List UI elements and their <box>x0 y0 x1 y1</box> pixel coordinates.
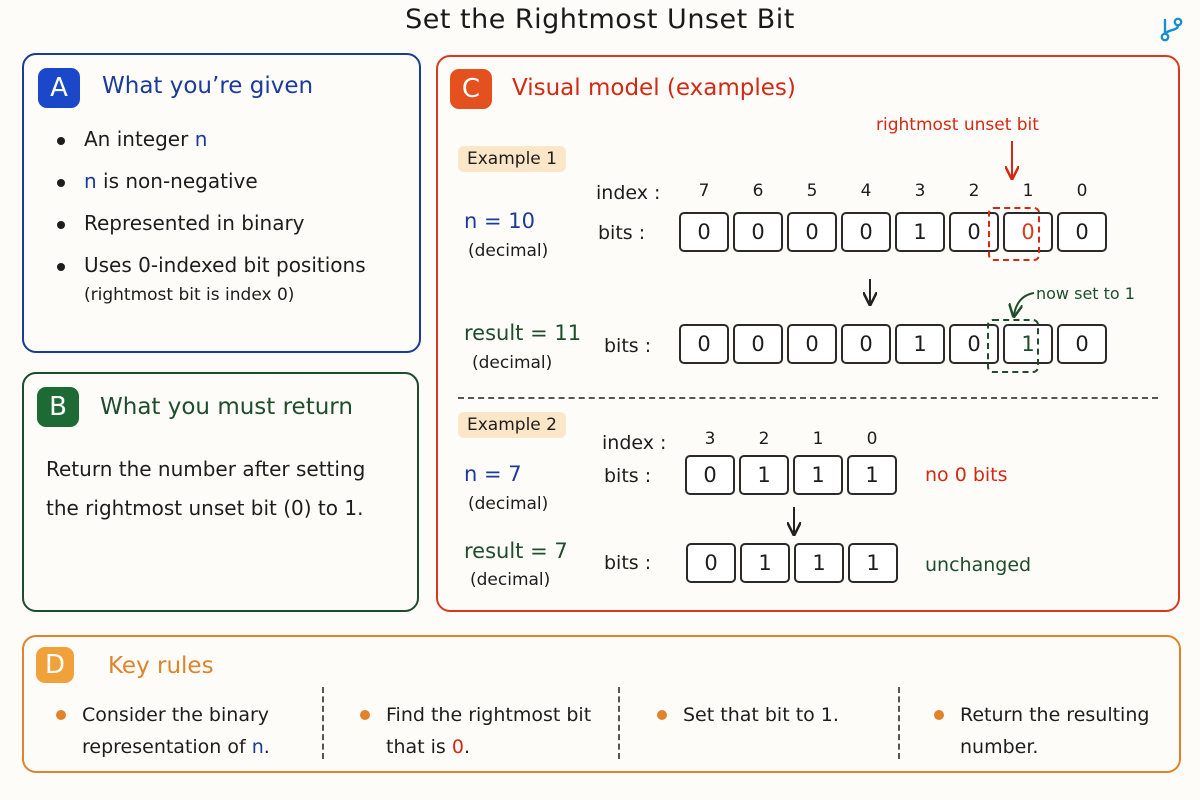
visual-model-panel: C Visual model (examples) Example 1 righ… <box>436 55 1180 612</box>
unchanged-note: unchanged <box>925 554 1032 576</box>
bit-index: 0 <box>1076 181 1088 201</box>
page-title: Set the Rightmost Unset Bit <box>405 4 795 35</box>
bit-cell: 0 <box>733 324 783 364</box>
given-item: n is non-negative <box>54 169 366 193</box>
panel-d-heading: Key rules <box>108 653 214 679</box>
panel-b-badge: B <box>37 387 79 427</box>
index-label: index : <box>596 182 661 204</box>
bit-index: 7 <box>698 181 710 201</box>
panel-a-badge: A <box>38 68 80 108</box>
rule-separator <box>322 687 324 759</box>
bits-label: bits : <box>598 222 646 244</box>
example-1-tag: Example 1 <box>458 146 566 172</box>
bits-label: bits : <box>604 552 652 574</box>
bit-cell: 1 <box>1003 324 1053 364</box>
bits-label: bits : <box>604 465 652 487</box>
panel-d-badge: D <box>36 647 74 683</box>
bit-cell: 0 <box>733 212 783 252</box>
bit-cell: 0 <box>1057 324 1107 364</box>
bit-cell: 1 <box>739 455 789 495</box>
bullet-icon <box>934 710 944 720</box>
example-2-n: n = 7 <box>464 462 522 486</box>
rule-separator <box>618 687 620 759</box>
example-2-result: result = 7 <box>464 539 568 563</box>
given-panel: A What you’re given An integer n n is no… <box>22 53 421 353</box>
example-1-result: result = 11 <box>464 321 582 345</box>
no-zero-bits-note: no 0 bits <box>925 464 1008 486</box>
examples-divider <box>458 397 1158 399</box>
rightmost-unset-callout: rightmost unset bit <box>876 115 1039 135</box>
bit-cell: 0 <box>787 212 837 252</box>
bit-index: 5 <box>806 181 818 201</box>
bit-cell: 1 <box>848 543 898 583</box>
bit-index: 3 <box>914 181 926 201</box>
git-branch-icon <box>1160 17 1183 42</box>
bit-index: 0 <box>866 429 878 449</box>
bit-cell: 0 <box>1003 212 1053 252</box>
bit-index: 2 <box>968 181 980 201</box>
example-2-n-note: (decimal) <box>468 494 549 514</box>
bit-index: 1 <box>812 429 824 449</box>
now-set-callout: now set to 1 <box>1036 284 1135 303</box>
bit-cell: 0 <box>679 212 729 252</box>
given-item: Represented in binary <box>54 211 366 235</box>
bit-cell: 1 <box>794 543 844 583</box>
bit-cell: 0 <box>841 212 891 252</box>
panel-b-heading: What you must return <box>100 394 353 420</box>
flow-arrows <box>438 141 1035 614</box>
bit-index: 6 <box>752 181 764 201</box>
set-bit-highlight <box>987 319 1039 373</box>
panel-c-heading: Visual model (examples) <box>512 75 796 101</box>
given-item: Uses 0-indexed bit positions(rightmost b… <box>54 253 366 305</box>
bit-cell: 1 <box>793 455 843 495</box>
bullet-icon <box>360 710 370 720</box>
bit-cell: 0 <box>949 212 999 252</box>
bit-cell: 0 <box>1057 212 1107 252</box>
return-panel: B What you must return Return the number… <box>22 372 419 612</box>
bit-cell: 0 <box>679 324 729 364</box>
bit-cell: 0 <box>685 455 735 495</box>
bullet-icon <box>657 710 667 720</box>
bit-cell: 0 <box>686 543 736 583</box>
bit-index: 4 <box>860 181 872 201</box>
bit-index: 3 <box>704 429 716 449</box>
panel-c-badge: C <box>450 69 492 109</box>
bit-cell: 1 <box>895 212 945 252</box>
bit-index: 2 <box>758 429 770 449</box>
bit-cell: 1 <box>740 543 790 583</box>
example-2-tag: Example 2 <box>458 412 566 438</box>
bit-cell: 0 <box>949 324 999 364</box>
bit-cell: 0 <box>787 324 837 364</box>
return-description: Return the number after setting the righ… <box>46 457 366 520</box>
bit-cell: 1 <box>847 455 897 495</box>
example-1-n-note: (decimal) <box>468 241 549 261</box>
given-list: An integer n n is non-negative Represent… <box>54 127 366 323</box>
example-1-n: n = 10 <box>464 209 535 233</box>
bit-index: 1 <box>1022 181 1034 201</box>
rule-item: Set that bit to 1. <box>657 699 839 731</box>
bits-label: bits : <box>604 335 652 357</box>
bit-cell: 1 <box>895 324 945 364</box>
unset-bit-highlight <box>988 207 1040 261</box>
example-1-result-note: (decimal) <box>472 353 553 373</box>
bit-cell: 0 <box>841 324 891 364</box>
rule-separator <box>898 687 900 759</box>
example-2-result-note: (decimal) <box>470 570 551 590</box>
bullet-icon <box>56 710 66 720</box>
index-label: index : <box>602 432 667 454</box>
given-item: An integer n <box>54 127 366 151</box>
callout-arrow-icon <box>1014 292 1035 315</box>
panel-a-heading: What you’re given <box>102 73 314 99</box>
